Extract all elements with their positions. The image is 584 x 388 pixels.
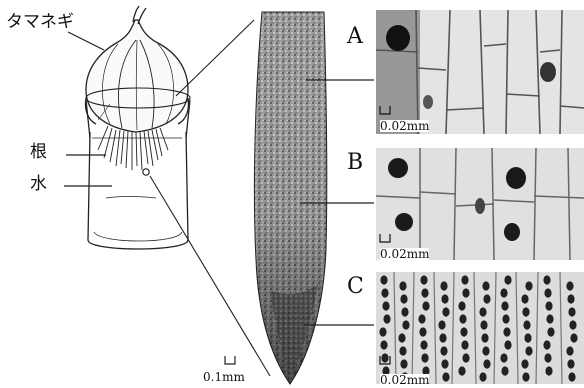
panel-c-scale: 0.02mm (380, 374, 429, 386)
cell-nucleus (522, 372, 529, 381)
cell-nucleus (566, 346, 573, 355)
cell-nucleus (441, 294, 448, 303)
cell-nucleus (399, 346, 406, 355)
cell-nucleus (419, 327, 426, 336)
cell-nucleus (420, 340, 427, 349)
cell-nucleus (525, 281, 532, 290)
cell-nucleus (525, 346, 532, 355)
cell-nucleus (438, 320, 445, 329)
cell-nucleus (481, 333, 488, 342)
cell-nucleus (522, 307, 529, 316)
cell-nucleus (567, 359, 574, 368)
cell-nucleus (502, 314, 509, 323)
cell-nucleus (460, 327, 467, 336)
cell-nucleus (504, 275, 511, 284)
cell-nucleus (400, 294, 407, 303)
cell-nucleus (461, 340, 468, 349)
cell-nucleus (480, 320, 487, 329)
cell-nucleus (524, 333, 531, 342)
cell-nucleus (381, 353, 388, 362)
cell-nucleus (421, 288, 428, 297)
cell-nucleus (566, 281, 573, 290)
cell-nucleus (500, 288, 507, 297)
cell-nucleus (504, 340, 511, 349)
cell-nucleus (570, 333, 577, 342)
cell-nucleus (459, 314, 466, 323)
cell-nucleus (402, 320, 409, 329)
cell-nucleus (544, 353, 551, 362)
cell-nucleus (568, 372, 575, 381)
cell-nucleus (420, 275, 427, 284)
cell-nucleus (418, 314, 425, 323)
cell-nucleus (523, 320, 530, 329)
cell-nucleus (521, 294, 528, 303)
cell-nucleus (500, 353, 507, 362)
onion-bulb (86, 6, 188, 132)
cell-nucleus (421, 353, 428, 362)
cell-nucleus (440, 346, 447, 355)
cell-nucleus (401, 307, 408, 316)
cell-nucleus (483, 359, 490, 368)
micrograph-panel-c (376, 272, 584, 384)
cell-nucleus (521, 359, 528, 368)
panel-b-letter: B (347, 152, 363, 174)
onion-roots (98, 126, 168, 170)
cell-nucleus (501, 366, 508, 375)
cell-nucleus (567, 294, 574, 303)
cell-nucleus (544, 288, 551, 297)
cell-nucleus (482, 281, 489, 290)
panel-b-scale: 0.02mm (380, 248, 429, 260)
cell-nucleus (501, 301, 508, 310)
root-scale-bar (225, 356, 235, 364)
cell-nucleus (442, 307, 449, 316)
root-tip-marker (143, 169, 149, 175)
cell-nucleus (503, 327, 510, 336)
cell-nucleus (442, 372, 449, 381)
cell-nucleus (462, 288, 469, 297)
cell-nucleus (380, 275, 387, 284)
cell-nucleus (545, 366, 552, 375)
root-scale-label: 0.1mm (203, 371, 245, 383)
cell-nucleus (441, 359, 448, 368)
cell-nucleus (482, 346, 489, 355)
water-label: 水 (30, 176, 47, 193)
cell-nucleus (568, 307, 575, 316)
cell-nucleus (383, 314, 390, 323)
cell-nucleus (439, 333, 446, 342)
onion-label: タマネギ (6, 14, 74, 31)
cell-nucleus (461, 275, 468, 284)
cell-nucleus (546, 314, 553, 323)
cell-nucleus (458, 301, 465, 310)
cell-nucleus (479, 307, 486, 316)
cell-nucleus (543, 340, 550, 349)
cell-nucleus (545, 301, 552, 310)
cell-nucleus (399, 281, 406, 290)
cell-nucleus (569, 320, 576, 329)
panel-c-letter: C (347, 276, 364, 298)
cell-nucleus (458, 366, 465, 375)
cell-nucleus (547, 327, 554, 336)
cell-nucleus (440, 281, 447, 290)
cell-nucleus (382, 301, 389, 310)
cell-nucleus (483, 294, 490, 303)
cell-nucleus (380, 340, 387, 349)
root-label: 根 (30, 144, 47, 161)
cell-nucleus (398, 333, 405, 342)
micrograph-panel-b (376, 148, 584, 260)
cell-nucleus (462, 353, 469, 362)
cell-nucleus (381, 288, 388, 297)
cell-nucleus (479, 372, 486, 381)
micrograph-panel-a (376, 10, 584, 134)
cell-nucleus (422, 301, 429, 310)
panel-a-letter: A (347, 26, 363, 48)
cell-nucleus (400, 359, 407, 368)
panel-a-scale: 0.02mm (380, 120, 429, 132)
cell-nucleus (543, 275, 550, 284)
cell-nucleus (379, 327, 386, 336)
enlarged-root-tip (254, 12, 326, 384)
